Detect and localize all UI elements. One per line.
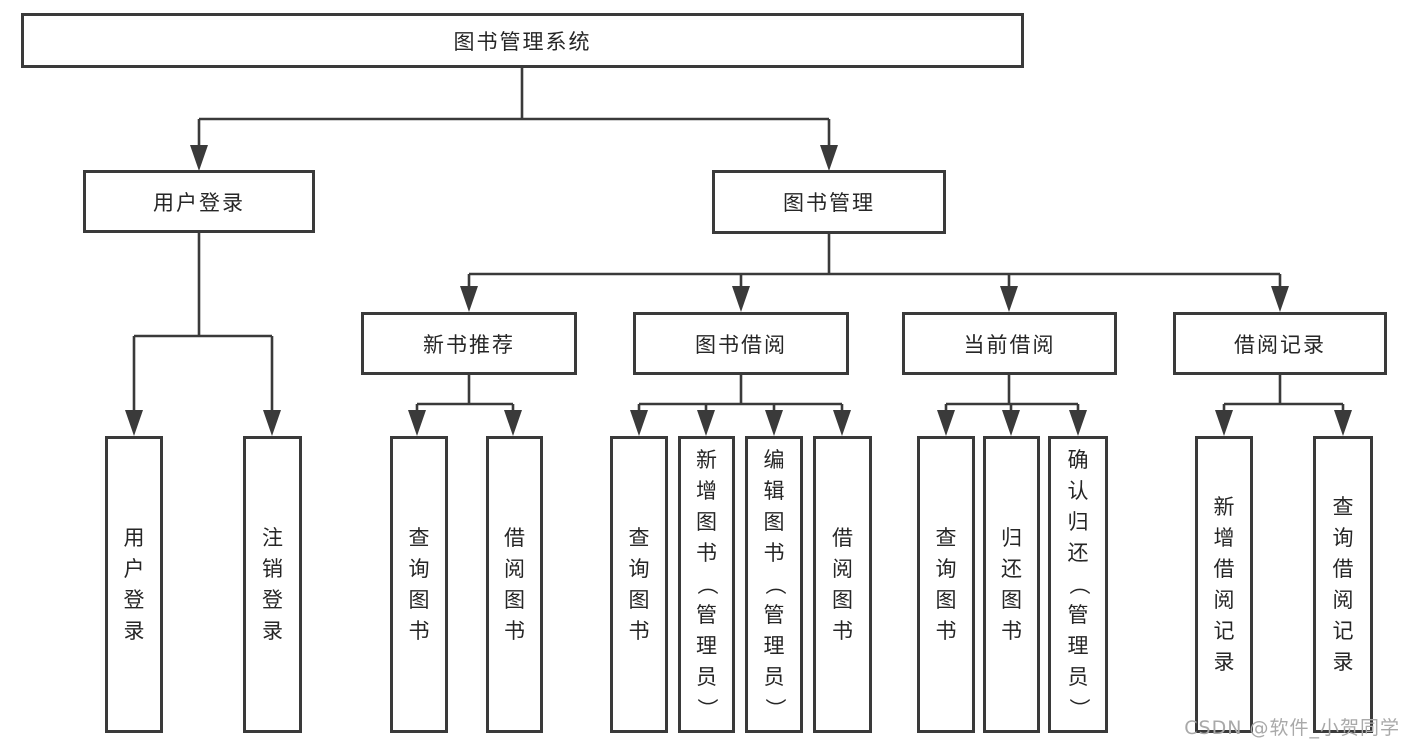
leaf-logout-label: 注销登录 [262, 525, 283, 643]
leaf-return-books-label: 归还图书 [1001, 525, 1022, 643]
leaf-query-books-recommend-label: 查询图书 [408, 525, 430, 643]
leaf-edit-book-admin: 编辑图书（管理员） [745, 436, 803, 733]
leaf-add-borrow-record-label: 新增借阅记录 [1213, 494, 1235, 674]
watermark: CSDN @软件_小贺同学 [1184, 717, 1400, 739]
node-root-label: 图书管理系统 [453, 29, 592, 54]
node-new-book-recommendation: 新书推荐 [361, 312, 577, 375]
node-user-login-label: 用户登录 [153, 190, 245, 215]
leaf-logout: 注销登录 [243, 436, 302, 733]
leaf-query-books-recommend: 查询图书 [390, 436, 448, 733]
leaf-query-borrow-record: 查询借阅记录 [1313, 436, 1373, 733]
leaf-add-borrow-record: 新增借阅记录 [1195, 436, 1253, 733]
leaf-user-login-label: 用户登录 [123, 525, 145, 643]
leaf-borrow-books-recommend: 借阅图书 [486, 436, 543, 733]
node-current-borrowing: 当前借阅 [902, 312, 1117, 375]
node-book-borrowing-label: 图书借阅 [695, 332, 787, 357]
leaf-borrow-books-borrowing-label: 借阅图书 [832, 525, 853, 643]
leaf-confirm-return-admin: 确认归还（管理员） [1048, 436, 1108, 733]
node-root: 图书管理系统 [21, 13, 1024, 68]
leaf-borrow-books-borrowing: 借阅图书 [813, 436, 872, 733]
node-book-management-label: 图书管理 [783, 191, 875, 215]
leaf-query-borrow-record-label: 查询借阅记录 [1332, 494, 1354, 674]
node-user-login: 用户登录 [83, 170, 315, 233]
leaf-add-book-admin-label: 新增图书（管理员） [695, 448, 719, 719]
node-current-borrowing-label: 当前借阅 [963, 332, 1056, 357]
leaf-query-books-current-label: 查询图书 [935, 525, 957, 643]
leaf-edit-book-admin-label: 编辑图书（管理员） [762, 448, 787, 719]
node-new-book-recommendation-label: 新书推荐 [423, 332, 515, 357]
leaf-add-book-admin: 新增图书（管理员） [678, 436, 735, 733]
leaf-return-books: 归还图书 [983, 436, 1040, 733]
leaf-query-books-borrowing-label: 查询图书 [628, 525, 650, 643]
leaf-user-login: 用户登录 [105, 436, 163, 733]
node-borrowing-records-label: 借阅记录 [1234, 332, 1326, 357]
node-borrowing-records: 借阅记录 [1173, 312, 1387, 375]
leaf-borrow-books-recommend-label: 借阅图书 [504, 525, 525, 643]
node-book-borrowing: 图书借阅 [633, 312, 849, 375]
arrowheads [125, 145, 1352, 436]
leaf-confirm-return-admin-label: 确认归还（管理员） [1066, 448, 1091, 719]
node-book-management: 图书管理 [712, 170, 946, 234]
leaf-query-books-current: 查询图书 [917, 436, 975, 733]
leaf-query-books-borrowing: 查询图书 [610, 436, 668, 733]
